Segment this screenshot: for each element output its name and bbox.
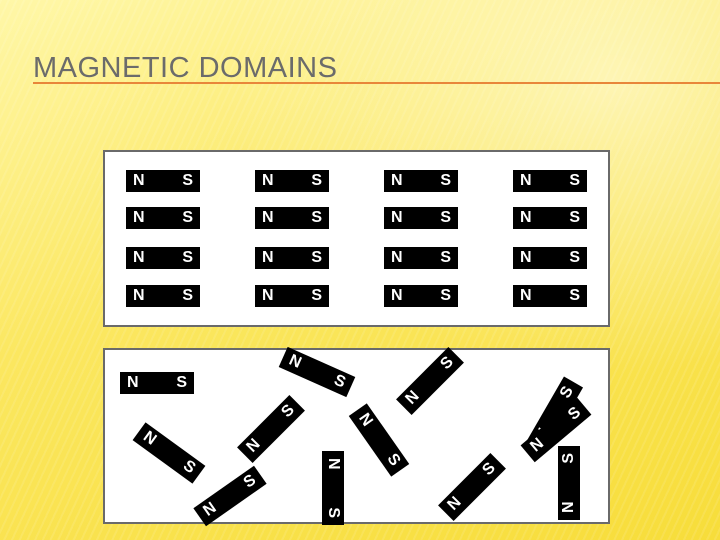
south-pole-label: S — [179, 457, 199, 478]
north-pole-label: N — [355, 410, 376, 430]
north-pole-label: N — [391, 249, 403, 266]
north-pole-label: N — [391, 172, 403, 189]
south-pole-label: S — [311, 287, 322, 304]
north-pole-label: N — [140, 428, 160, 449]
south-pole-label: S — [176, 374, 187, 391]
north-pole-label: N — [527, 434, 548, 456]
south-pole-label: S — [331, 371, 349, 392]
slide-title: MAGNETIC DOMAINS — [33, 52, 338, 84]
south-pole-label: S — [182, 209, 193, 226]
north-pole-label: N — [262, 249, 274, 266]
north-pole-label: N — [325, 458, 342, 470]
north-pole-label: N — [133, 287, 145, 304]
south-pole-label: S — [440, 287, 451, 304]
south-pole-label: S — [182, 172, 193, 189]
south-pole-label: S — [479, 459, 499, 479]
north-pole-label: N — [133, 249, 145, 266]
south-pole-label: S — [182, 249, 193, 266]
south-pole-label: S — [278, 401, 298, 421]
south-pole-label: S — [560, 453, 577, 464]
south-pole-label: S — [325, 507, 342, 518]
north-pole-label: N — [391, 209, 403, 226]
north-pole-label: N — [286, 351, 304, 372]
north-pole-label: N — [520, 172, 532, 189]
north-pole-label: N — [391, 287, 403, 304]
north-pole-label: N — [133, 172, 145, 189]
north-pole-label: N — [200, 499, 220, 520]
south-pole-label: S — [565, 403, 585, 424]
south-pole-label: S — [440, 209, 451, 226]
north-pole-label: N — [127, 374, 139, 391]
south-pole-label: S — [569, 209, 580, 226]
north-pole-label: N — [520, 249, 532, 266]
north-pole-label: N — [444, 493, 465, 514]
north-pole-label: N — [402, 387, 423, 408]
south-pole-label: S — [383, 450, 404, 470]
south-pole-label: S — [569, 287, 580, 304]
north-pole-label: N — [520, 209, 532, 226]
south-pole-label: S — [440, 172, 451, 189]
south-pole-label: S — [311, 172, 322, 189]
south-pole-label: S — [311, 209, 322, 226]
south-pole-label: S — [182, 287, 193, 304]
south-pole-label: S — [440, 249, 451, 266]
north-pole-label: N — [262, 172, 274, 189]
title-underline — [33, 82, 720, 84]
north-pole-label: N — [262, 209, 274, 226]
south-pole-label: S — [569, 172, 580, 189]
north-pole-label: N — [520, 287, 532, 304]
south-pole-label: S — [437, 353, 457, 373]
north-pole-label: N — [560, 501, 577, 513]
south-pole-label: S — [240, 471, 260, 492]
south-pole-label: S — [569, 249, 580, 266]
north-pole-label: N — [243, 435, 264, 456]
north-pole-label: N — [262, 287, 274, 304]
north-pole-label: N — [133, 209, 145, 226]
south-pole-label: S — [311, 249, 322, 266]
